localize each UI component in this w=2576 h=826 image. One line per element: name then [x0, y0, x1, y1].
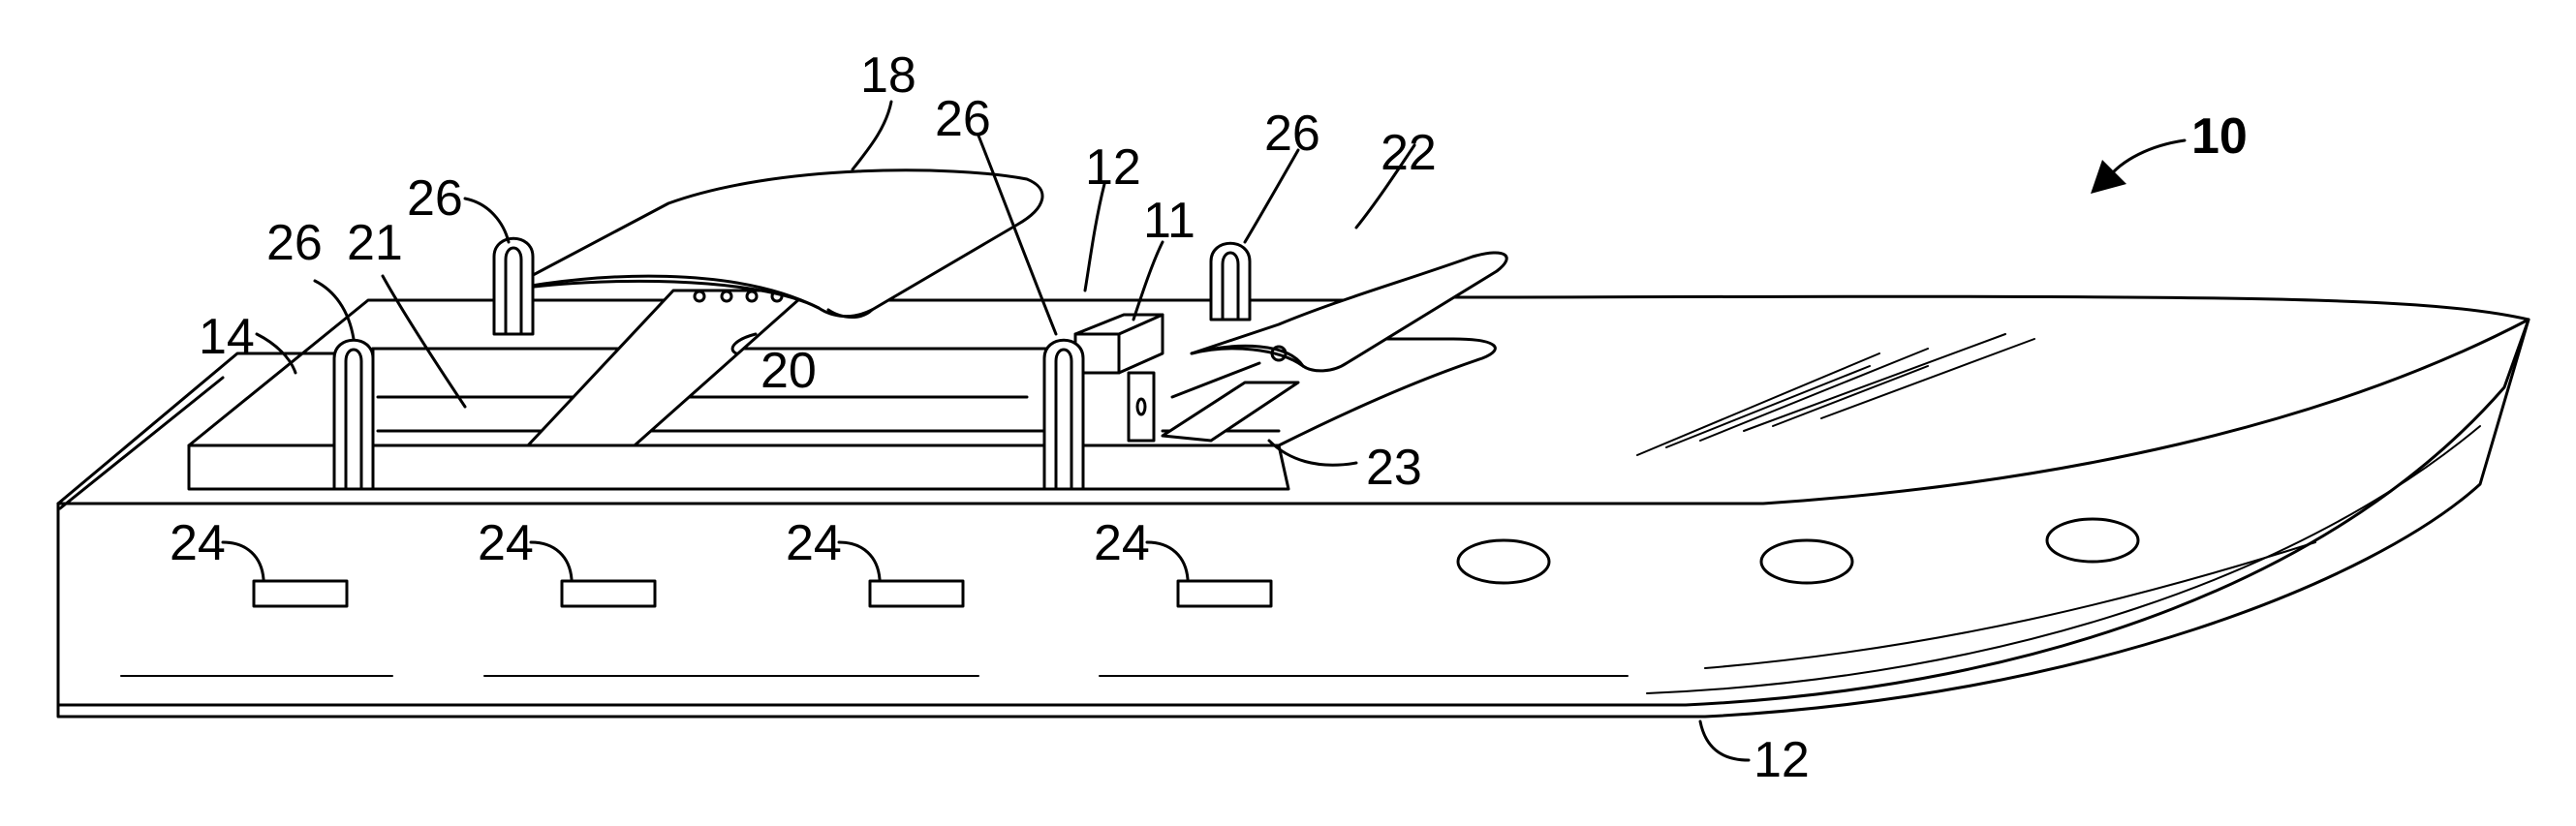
- porthole-1: [1458, 540, 1549, 583]
- label-boat: 10: [2191, 108, 2248, 165]
- label-vent-4: 24: [1094, 515, 1150, 571]
- clamp-1: [494, 238, 533, 334]
- label-vent-3: 24: [786, 515, 842, 571]
- label-clamp-right: 26: [1264, 106, 1320, 162]
- actuator: [1075, 315, 1163, 441]
- label-actuator: 11: [1143, 193, 1195, 249]
- porthole-3: [2047, 519, 2138, 562]
- clamp-4: [1211, 243, 1250, 320]
- clamp-2: [334, 340, 373, 489]
- vent-3: [870, 581, 963, 606]
- label-vent-2: 24: [478, 515, 534, 571]
- label-strut-large: 20: [760, 343, 817, 399]
- label-wing-large: 18: [860, 47, 916, 104]
- label-clamp-center: 26: [935, 91, 991, 147]
- label-deck-frame: 14: [199, 309, 255, 365]
- porthole-2: [1761, 540, 1852, 583]
- label-frame: 21: [347, 215, 403, 271]
- vent-4: [1178, 581, 1271, 606]
- label-hull-bottom: 12: [1754, 732, 1810, 788]
- vent-2: [562, 581, 655, 606]
- label-vent-1: 24: [170, 515, 226, 571]
- label-clamp-left: 26: [266, 215, 323, 271]
- label-wing-small: 22: [1381, 125, 1437, 181]
- label-clamp-top-left: 26: [407, 170, 463, 227]
- label-strut-small: 23: [1366, 440, 1422, 496]
- label-hull-top: 12: [1085, 139, 1141, 196]
- vent-1: [254, 581, 347, 606]
- clamp-3: [1044, 340, 1083, 489]
